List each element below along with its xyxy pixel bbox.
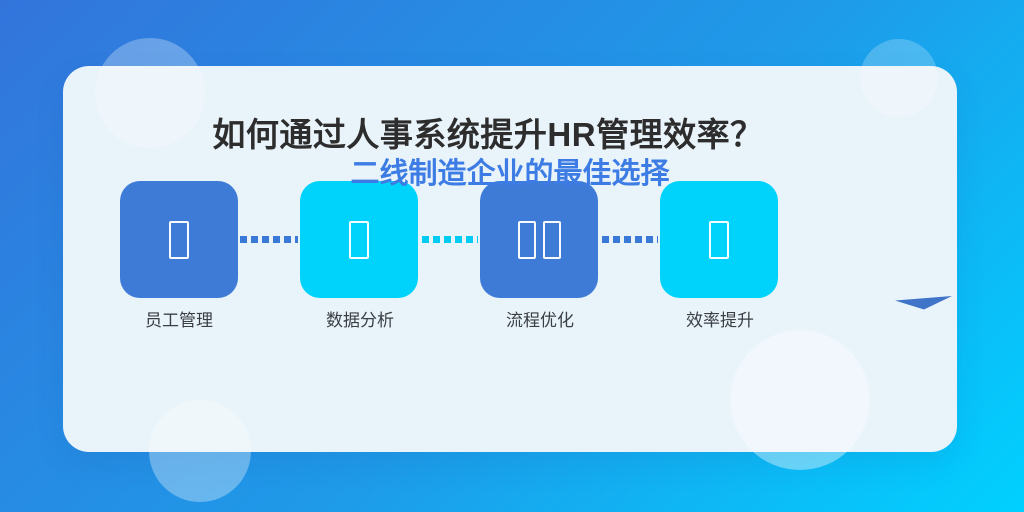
dotted-connector (422, 236, 478, 243)
missing-glyph-icon (542, 220, 561, 259)
dotted-connector (602, 236, 658, 243)
step-label: 流程优化 (506, 311, 574, 330)
step-box-process-optimization (480, 181, 598, 298)
paper-plane-icon (895, 296, 952, 310)
missing-glyph-icon (709, 220, 729, 259)
step-label: 数据分析 (326, 311, 394, 330)
step-box-efficiency-improvement (660, 181, 778, 298)
missing-glyph-icon (349, 220, 369, 259)
step-label: 效率提升 (686, 311, 754, 330)
banner-subtitle: 二线制造企业的最佳选择 (350, 158, 670, 190)
banner-title: 如何通过人事系统提升HR管理效率？ (212, 116, 764, 153)
missing-glyph-icon (517, 220, 536, 259)
dotted-connector (240, 236, 298, 243)
step-box-data-analysis (300, 181, 418, 298)
step-box-employee-management (120, 181, 238, 298)
missing-glyph-icon (169, 220, 189, 259)
step-label: 员工管理 (145, 311, 213, 330)
